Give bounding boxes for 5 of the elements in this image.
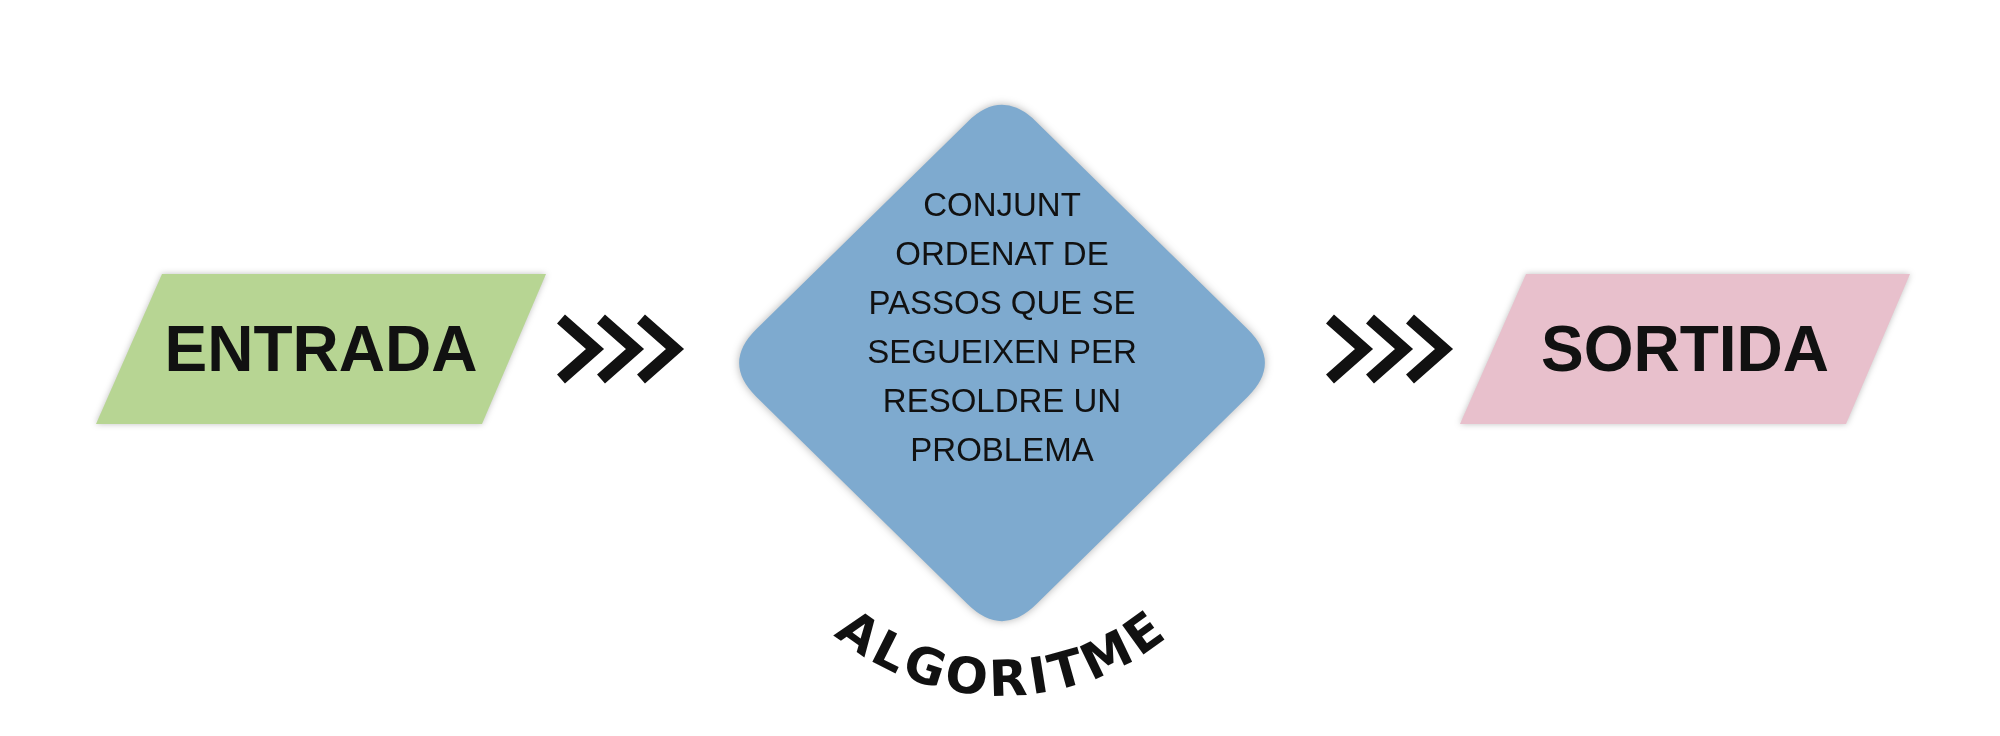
io-label: ENTRADA: [164, 312, 478, 386]
io-label: SORTIDA: [1541, 312, 1829, 386]
chevron-arrow: [1324, 313, 1454, 385]
chevron-arrow: [555, 313, 685, 385]
description-text: CONJUNT ORDENAT DE PASSOS QUE SE SEGUEIXEN PER RESOLDRE UN PROBLEMA: [866, 185, 1138, 470]
